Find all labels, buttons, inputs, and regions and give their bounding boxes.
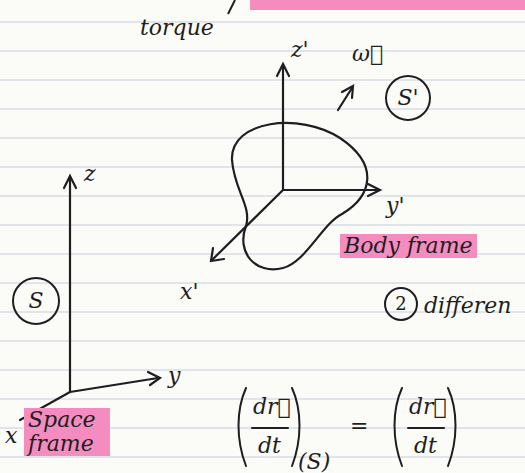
circled-label: 2 — [384, 287, 418, 321]
handwritten-label: dt — [414, 434, 437, 458]
ink-stroke — [228, 0, 235, 14]
handwritten-label: dt — [258, 434, 281, 458]
handwritten-label: = — [350, 414, 368, 438]
ruled-lines — [0, 22, 525, 457]
handwritten-label: torque — [140, 16, 214, 40]
handwritten-label: dr⃗ — [253, 395, 291, 419]
handwritten-label: x' — [180, 280, 198, 304]
handwritten-label: y' — [386, 194, 404, 218]
handwritten-label: differen — [424, 294, 511, 318]
circled-label: S' — [385, 75, 431, 121]
circled-text: 2 — [395, 295, 406, 313]
handwritten-label: dr⃗ — [409, 395, 447, 419]
handwritten-label: (S) — [298, 450, 330, 473]
handwritten-label: ω⃗ — [352, 42, 383, 66]
circled-label: S — [12, 277, 60, 325]
circled-text: S' — [397, 87, 418, 109]
handwritten-label: z — [84, 162, 96, 186]
handwritten-label: y — [168, 364, 180, 388]
handwritten-label: z' — [291, 38, 309, 62]
derivative-equation — [239, 388, 456, 466]
highlighted-note: Space frame — [24, 408, 110, 456]
handwritten-label: x — [5, 424, 17, 448]
highlighted-note: Body frame — [340, 234, 477, 258]
circled-text: S — [28, 290, 43, 312]
space-frame-axes — [20, 176, 160, 420]
highlight-strip — [250, 0, 525, 10]
